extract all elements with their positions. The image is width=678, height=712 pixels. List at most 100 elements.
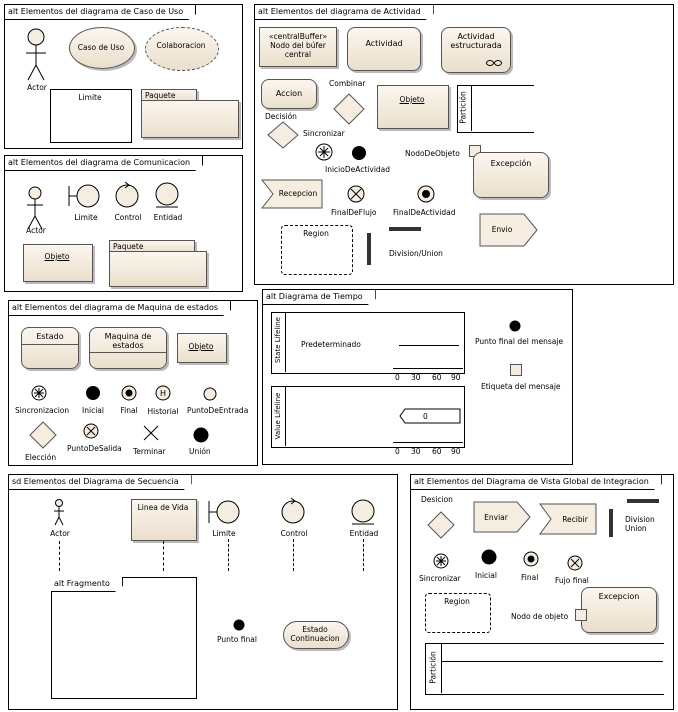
sequence-title: sd Elementos del Diagrama de Secuencia: [9, 475, 192, 490]
choice-diamond: [29, 421, 57, 449]
final-node-icon: [523, 551, 539, 567]
history-label: Historial: [147, 407, 179, 416]
entry-point-icon: [203, 387, 217, 401]
sync-state-icon: [31, 385, 47, 401]
terminate-icon: [143, 425, 159, 441]
flow-final-label: FinalDeFlujo: [331, 208, 377, 217]
decision-diamond: [427, 511, 455, 539]
control-icon: [281, 497, 305, 524]
central-buffer-label: Nodo del búfer central: [270, 41, 326, 59]
receive-label: Recibir: [562, 515, 588, 524]
timing-title: alt Diagrama de Tiempo: [263, 290, 376, 305]
history-state-icon: H: [155, 385, 171, 401]
fork-bar-horizontal: [389, 227, 421, 231]
state-node: Estado: [21, 327, 79, 369]
central-buffer-node: «centralBuffer» Nodo del búfer central: [259, 27, 337, 67]
merge-diamond: [333, 93, 365, 125]
merge-label: Combinar: [329, 79, 366, 88]
state-tick-90: 90: [451, 373, 461, 382]
entity-lifeline: [363, 539, 364, 571]
object-box: [377, 85, 449, 129]
object-node-pin: [575, 609, 587, 621]
value-hexagon: [399, 408, 461, 424]
flow-final-label: Fujo final: [555, 576, 589, 585]
state-lifeline-label: State Lifeline: [274, 317, 282, 364]
package-box: [109, 251, 207, 287]
entity-label: Entidad: [349, 529, 379, 538]
actor-icon: [26, 28, 46, 81]
exit-point-icon: [83, 423, 99, 439]
state-machine-label: Maquina de estados: [104, 332, 152, 350]
lifeline-dashed: [163, 541, 164, 571]
activity-title: alt Elementos del diagrama de Actividad: [255, 5, 434, 20]
message-endpoint-icon: [509, 320, 521, 332]
final-label: Final: [521, 573, 539, 582]
region-label: Region: [444, 597, 470, 606]
decision-label: Decisión: [265, 112, 297, 121]
object-box: [23, 244, 93, 282]
activity-panel: alt Elementos del diagrama de Actividad …: [254, 4, 674, 285]
boundary-icon: [208, 500, 240, 524]
package-label: Paquete: [113, 242, 144, 251]
activity-final-icon: [417, 185, 435, 203]
continuation-label: Estado Continuacion: [290, 625, 340, 643]
central-buffer-stereotype: «centralBuffer»: [268, 32, 328, 41]
state-lifeline-frame: [271, 312, 465, 374]
terminate-label: Terminar: [133, 447, 166, 456]
collaboration-label: Colaboracion: [156, 41, 206, 50]
communication-panel: alt Elementos del diagrama de Comunicaci…: [4, 155, 243, 292]
action-node: Accion: [261, 79, 317, 109]
state-line: [399, 345, 459, 346]
entity-icon: [155, 182, 179, 208]
state-axis: [393, 368, 463, 369]
lifeline-label: Linea de Vida: [137, 503, 189, 512]
sequence-panel: sd Elementos del Diagrama de Secuencia A…: [8, 474, 398, 710]
initial-label: Inicial: [82, 406, 104, 415]
object-node-label: NodoDeObjeto: [405, 149, 460, 158]
junction-icon: [193, 427, 209, 443]
control-lifeline: [293, 539, 294, 571]
lifeline-box: [131, 499, 197, 541]
initial-state-icon: [86, 386, 100, 400]
fragment-title: alt Fragmento: [51, 577, 123, 592]
partition-divider: [471, 85, 472, 131]
object-label: Objeto: [44, 252, 70, 261]
receive-signal-shape: [260, 179, 323, 209]
communication-title: alt Elementos del diagrama de Comunicaci…: [5, 156, 203, 171]
fork-join-label: Division Union: [625, 515, 655, 533]
timing-panel: alt Diagrama de Tiempo State Lifeline Pr…: [262, 289, 573, 465]
boundary-icon: [68, 184, 100, 208]
exception-node: Excepcion: [581, 587, 657, 633]
activity-node: Actividad: [347, 27, 421, 71]
message-label-box: [510, 364, 522, 376]
sync-state-icon: [315, 143, 333, 161]
initial-label: InicioDeActividad: [325, 165, 391, 174]
fork-bar-vertical: [367, 233, 371, 265]
state-machine-node: Maquina de estados: [89, 327, 167, 369]
fork-join-label: Division/Union: [389, 249, 443, 258]
choice-label: Elección: [25, 453, 57, 462]
interaction-overview-panel: alt Elementos del Diagrama de Vista Glob…: [410, 474, 674, 710]
state-value-label: Predeterminado: [301, 340, 361, 349]
actor-icon: [54, 499, 64, 526]
interaction-overview-title: alt Elementos del Diagrama de Vista Glob…: [411, 475, 662, 490]
partition-box: [425, 643, 664, 695]
collaboration-ellipse: [145, 27, 219, 71]
control-label: Control: [280, 529, 308, 538]
object-box: [177, 333, 227, 363]
activity-label: Actividad: [365, 39, 403, 48]
message-label-text: Etiqueta del mensaje: [481, 382, 561, 391]
value-tick-60: 60: [432, 447, 442, 456]
synchronize-diamond: [267, 121, 299, 149]
use-case-ellipse: [69, 27, 135, 69]
partition-box: [457, 85, 534, 133]
exception-label: Excepción: [490, 159, 532, 168]
state-machine-title: alt Elementos del diagrama de Maquina de…: [9, 301, 231, 316]
state-tick-60: 60: [432, 373, 442, 382]
actor-label: Actor: [26, 226, 46, 235]
state-tick-30: 30: [411, 373, 421, 382]
region-box: [425, 593, 491, 633]
control-label: Control: [114, 213, 142, 222]
object-label: Objeto: [188, 342, 214, 351]
boundary-label: Limite: [78, 93, 102, 102]
